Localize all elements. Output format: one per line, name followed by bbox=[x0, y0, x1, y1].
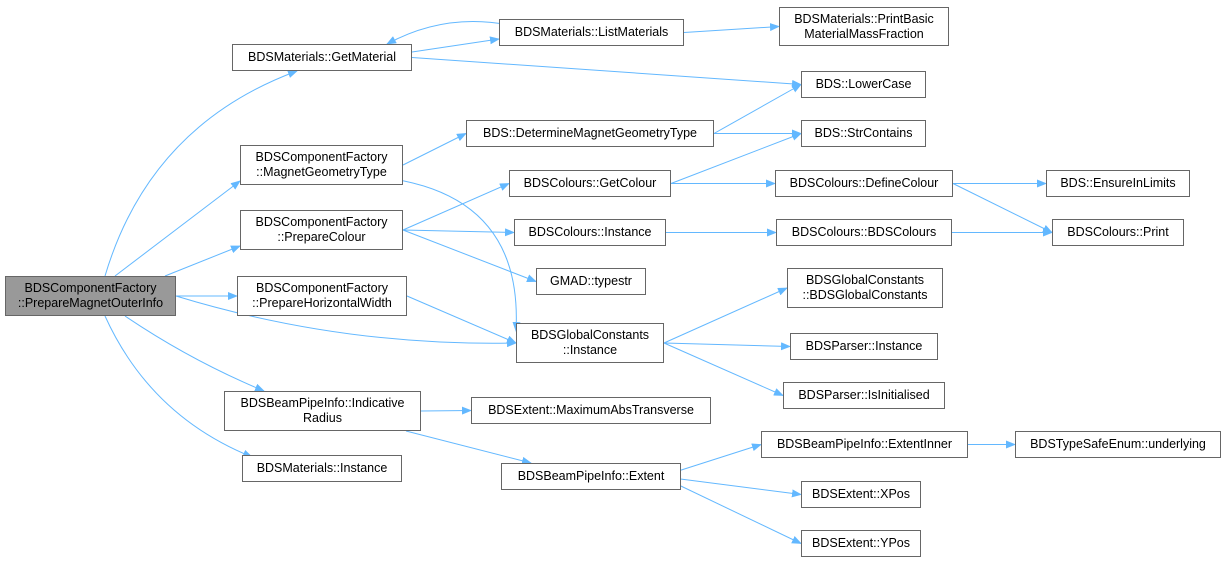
node-label: BDSExtent::MaximumAbsTransverse bbox=[488, 403, 694, 417]
node-label: BDSColours::Instance bbox=[528, 225, 652, 239]
node-bdscolours-print[interactable]: BDSColours::Print bbox=[1052, 219, 1184, 246]
node-bdsmaterials-printbasic-materialmassfraction[interactable]: BDSMaterials::PrintBasic MaterialMassFra… bbox=[779, 7, 949, 46]
edge-magGeomType-to-determineMag bbox=[402, 133, 467, 166]
node-componentfactory-magnetgeometrytype[interactable]: BDSComponentFactory ::MagnetGeometryType bbox=[240, 145, 403, 185]
node-bds-strcontains[interactable]: BDS::StrContains bbox=[801, 120, 926, 147]
edge-gcInstance-to-gcCtor bbox=[663, 287, 788, 344]
node-label: BDS::StrContains bbox=[814, 126, 913, 140]
node-bdscolours-bdscolours[interactable]: BDSColours::BDSColours bbox=[776, 219, 952, 246]
node-bdsmaterials-listmaterials[interactable]: BDSMaterials::ListMaterials bbox=[499, 19, 684, 46]
node-bdsmaterials-instance[interactable]: BDSMaterials::Instance bbox=[242, 455, 402, 482]
node-label: BDSBeamPipeInfo::Indicative Radius bbox=[240, 396, 405, 425]
node-label: BDS::DetermineMagnetGeometryType bbox=[483, 126, 697, 140]
edge-listMaterials-to-getMaterial bbox=[386, 21, 510, 45]
node-componentfactory-preparehorizontalwidth[interactable]: BDSComponentFactory ::PrepareHorizontalW… bbox=[237, 276, 407, 316]
node-label: BDSColours::BDSColours bbox=[791, 225, 937, 239]
node-label: BDSComponentFactory ::PrepareMagnetOuter… bbox=[17, 281, 164, 310]
edge-prepareColour-to-typestr bbox=[402, 229, 537, 282]
node-gmad-typestr[interactable]: GMAD::typestr bbox=[536, 268, 646, 295]
node-typesafeenum-underlying[interactable]: BDSTypeSafeEnum::underlying bbox=[1015, 431, 1221, 458]
node-bdsextent-xpos[interactable]: BDSExtent::XPos bbox=[801, 481, 921, 508]
edge-gcInstance-to-isInitialised bbox=[663, 342, 784, 396]
node-label: BDSExtent::YPos bbox=[812, 536, 910, 550]
edge-getColour-to-strContains bbox=[670, 132, 802, 184]
node-label: BDSMaterials::Instance bbox=[256, 461, 388, 475]
node-label: BDSColours::DefineColour bbox=[789, 176, 939, 190]
node-beampipeinfo-extentinner[interactable]: BDSBeamPipeInfo::ExtentInner bbox=[761, 431, 968, 458]
edge-root-to-materialsInstance bbox=[104, 315, 253, 458]
node-label: BDSMaterials::PrintBasic MaterialMassFra… bbox=[794, 11, 934, 41]
node-beampipeinfo-indicativeradius[interactable]: BDSBeamPipeInfo::Indicative Radius bbox=[224, 391, 421, 431]
edge-gcInstance-to-parserInstance bbox=[663, 342, 791, 351]
edges-layer bbox=[104, 21, 1053, 544]
node-bds-ensureinlimits[interactable]: BDS::EnsureInLimits bbox=[1046, 170, 1190, 197]
node-label: BDSMaterials::GetMaterial bbox=[248, 50, 396, 64]
node-bds-lowercase[interactable]: BDS::LowerCase bbox=[801, 71, 926, 98]
node-label: BDSMaterials::ListMaterials bbox=[514, 25, 669, 39]
edge-root-to-getMaterial bbox=[104, 70, 298, 277]
node-label: GMAD::typestr bbox=[550, 274, 632, 288]
edge-prepareColour-to-getColour bbox=[402, 183, 510, 231]
edge-magGeomType-to-gcInstance bbox=[392, 178, 521, 332]
node-label: BDS::LowerCase bbox=[815, 77, 912, 91]
node-bds-determinemagnetgeometrytype[interactable]: BDS::DetermineMagnetGeometryType bbox=[466, 120, 714, 147]
node-label: BDSParser::Instance bbox=[805, 339, 923, 353]
edge-getMaterial-to-listMaterials bbox=[411, 36, 500, 53]
edge-determineMag-to-lowerCase bbox=[713, 84, 802, 134]
node-label: BDSGlobalConstants ::Instance bbox=[530, 328, 650, 357]
edge-root-to-indicativeRadius bbox=[124, 315, 265, 392]
node-bdsextent-maximumabstransverse[interactable]: BDSExtent::MaximumAbsTransverse bbox=[471, 397, 711, 424]
node-label: BDSTypeSafeEnum::underlying bbox=[1030, 437, 1206, 451]
node-componentfactory-preparecolour[interactable]: BDSComponentFactory ::PrepareColour bbox=[240, 210, 403, 250]
edge-root-to-magGeomType bbox=[114, 180, 241, 277]
node-bdsmaterials-getmaterial[interactable]: BDSMaterials::GetMaterial bbox=[232, 44, 412, 71]
node-bdscolours-definecolour[interactable]: BDSColours::DefineColour bbox=[775, 170, 953, 197]
node-beampipeinfo-extent[interactable]: BDSBeamPipeInfo::Extent bbox=[501, 463, 681, 490]
node-label: BDSComponentFactory ::PrepareHorizontalW… bbox=[252, 281, 392, 310]
edge-root-to-prepareColour bbox=[164, 245, 241, 277]
edge-prepareHW-to-gcInstance bbox=[406, 295, 517, 344]
node-label: BDSColours::GetColour bbox=[523, 176, 657, 190]
node-label: BDSComponentFactory ::PrepareColour bbox=[255, 215, 388, 244]
node-label: BDSColours::Print bbox=[1067, 225, 1169, 239]
node-label: BDSGlobalConstants ::BDSGlobalConstants bbox=[802, 273, 928, 302]
node-bdsextent-ypos[interactable]: BDSExtent::YPos bbox=[801, 530, 921, 557]
edge-prepareColour-to-coloursInstance bbox=[402, 228, 515, 237]
edge-extent-to-xpos bbox=[660, 476, 802, 498]
node-bdsparser-isinitialised[interactable]: BDSParser::IsInitialised bbox=[783, 382, 945, 409]
edge-extent-to-ypos bbox=[660, 476, 802, 544]
node-label: BDSExtent::XPos bbox=[812, 487, 910, 501]
node-label: BDSBeamPipeInfo::ExtentInner bbox=[776, 437, 953, 451]
edge-indicativeRadius-to-maxAbsTransverse bbox=[420, 406, 472, 415]
edge-defineColour-to-coloursPrint bbox=[952, 183, 1053, 233]
node-label: BDSParser::IsInitialised bbox=[798, 388, 930, 402]
node-globalconstants-ctor[interactable]: BDSGlobalConstants ::BDSGlobalConstants bbox=[787, 268, 943, 308]
node-label: BDS::EnsureInLimits bbox=[1060, 176, 1176, 190]
edge-indicativeRadius-to-extent bbox=[405, 430, 532, 465]
node-globalconstants-instance[interactable]: BDSGlobalConstants ::Instance bbox=[516, 323, 664, 363]
node-label: BDSBeamPipeInfo::Extent bbox=[517, 469, 665, 483]
node-bdscolours-instance[interactable]: BDSColours::Instance bbox=[514, 219, 666, 246]
node-bdscolours-getcolour[interactable]: BDSColours::GetColour bbox=[509, 170, 671, 197]
edge-root-to-gcInstance bbox=[175, 295, 517, 348]
node-bdsparser-instance[interactable]: BDSParser::Instance bbox=[790, 333, 938, 360]
node-label: BDSComponentFactory ::MagnetGeometryType bbox=[255, 150, 388, 179]
edge-listMaterials-to-printBasic bbox=[683, 23, 780, 33]
node-root-prepare-magnet-outer-info: BDSComponentFactory ::PrepareMagnetOuter… bbox=[5, 276, 176, 316]
edge-getMaterial-to-lowerCase bbox=[411, 57, 802, 88]
